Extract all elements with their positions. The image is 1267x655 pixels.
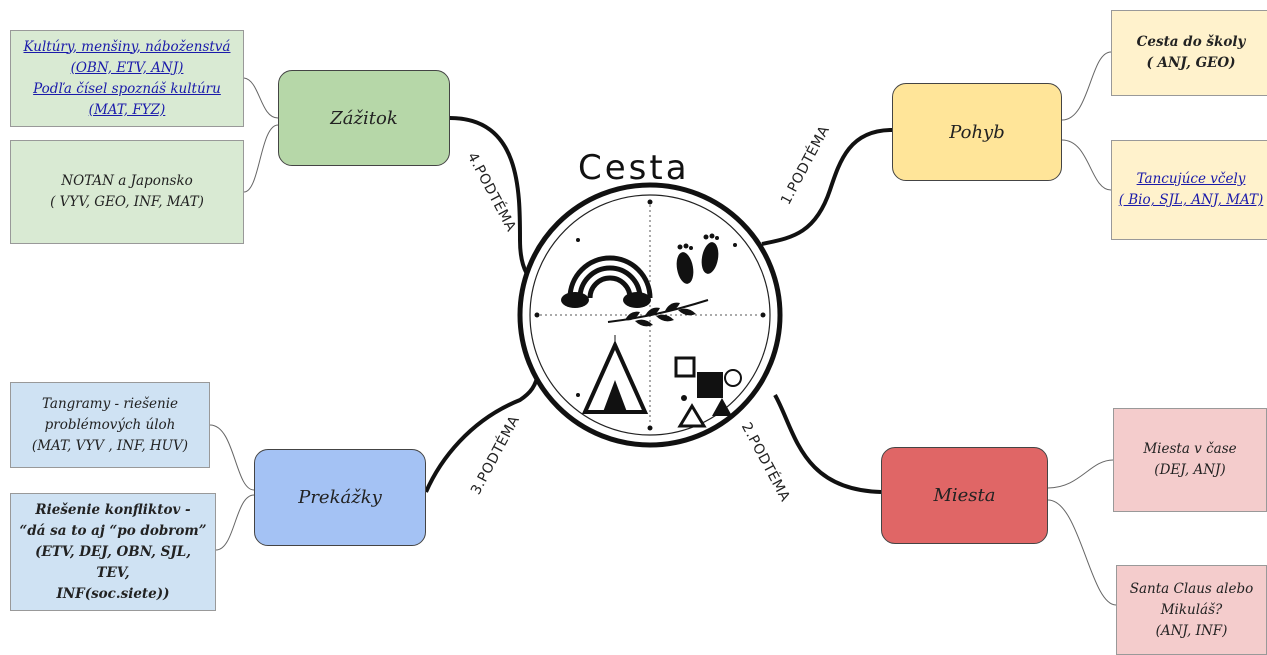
tent-icon	[581, 335, 649, 414]
leaf-miesta-v-case: Miesta v čase (DEJ, ANJ)	[1113, 408, 1267, 512]
node-prekazky[interactable]: Prekážky	[254, 449, 426, 546]
leaf-text: Riešenie konfliktov -	[35, 501, 191, 518]
leaf-pohyb-cesta-do-skoly: Cesta do školy ( ANJ, GEO)	[1111, 10, 1267, 96]
leaf-text: ( VYV, GEO, INF, MAT)	[50, 194, 204, 210]
leaf-text: Santa Claus alebo	[1129, 580, 1254, 597]
leaf-pohyb-tancujuce-vcely[interactable]: Tancujúce včely ( Bio, SJL, ANJ, MAT)	[1111, 140, 1267, 240]
leaf-zazitok-cultures[interactable]: Kultúry, menšiny, náboženstvá (OBN, ETV,…	[10, 30, 244, 127]
shapes-icon	[674, 356, 742, 428]
branch-line-miesta	[773, 394, 882, 494]
leaf-text[interactable]: Kultúry, menšiny, náboženstvá	[23, 38, 231, 55]
leaf-text: INF(soc.siete))	[56, 585, 170, 602]
leaf-line-pohyb-a	[1061, 51, 1112, 121]
leaf-prekazky-tangramy: Tangramy - riešenie problémových úloh (M…	[10, 382, 210, 468]
leaf-text[interactable]: (MAT, FYZ)	[88, 101, 166, 118]
leaf-text: Tangramy - riešenie	[41, 395, 179, 412]
node-pohyb[interactable]: Pohyb	[892, 83, 1062, 181]
leaf-text: Cesta do školy	[1136, 34, 1246, 50]
leaf-line-miesta-a	[1047, 459, 1114, 489]
leaf-line-zazitok-a	[243, 77, 279, 119]
branch-line-pohyb	[761, 128, 893, 246]
map-title: Cesta	[578, 148, 690, 188]
leaf-text: “dá sa to aj “po dobrom”	[19, 522, 207, 539]
leaf-text: NOTAN a Japonsko	[61, 173, 193, 189]
footprints-icon	[676, 233, 719, 284]
rainbow-icon	[561, 255, 653, 308]
leaf-text: (MAT, VYV , INF, HUV)	[31, 437, 189, 454]
leaf-text[interactable]: Podľa čísel spoznáš kultúru	[33, 80, 221, 97]
leaf-text: (ANJ, INF)	[1155, 622, 1228, 639]
leaf-text: (DEJ, ANJ)	[1154, 462, 1226, 478]
leaf-text: ( ANJ, GEO)	[1146, 55, 1236, 71]
leaf-text: problémových úloh	[44, 416, 176, 433]
node-zazitok[interactable]: Zážitok	[278, 70, 450, 166]
leaf-prekazky-konflikty: Riešenie konfliktov - “dá sa to aj “po d…	[10, 493, 216, 611]
leaf-text[interactable]: ( Bio, SJL, ANJ, MAT)	[1118, 192, 1264, 208]
branch-line-prekazky	[424, 377, 539, 493]
leaf-miesta-santa-claus: Santa Claus alebo Mikuláš? (ANJ, INF)	[1116, 565, 1267, 655]
branch-icon	[607, 299, 709, 327]
leaf-line-miesta-b	[1047, 499, 1117, 606]
leaf-line-pohyb-b	[1061, 139, 1112, 191]
leaf-text: Miesta v čase	[1143, 441, 1237, 457]
leaf-line-prekazky-b	[215, 494, 255, 551]
leaf-line-prekazky-a	[209, 424, 255, 491]
leaf-line-zazitok-b	[243, 124, 279, 193]
leaf-text[interactable]: (OBN, ETV, ANJ)	[70, 59, 184, 76]
leaf-text: Mikuláš?	[1160, 601, 1223, 618]
leaf-text: (ETV, DEJ, OBN, SJL, TEV,	[35, 543, 191, 581]
leaf-zazitok-notan: NOTAN a Japonsko ( VYV, GEO, INF, MAT)	[10, 140, 244, 244]
leaf-text[interactable]: Tancujúce včely	[1136, 171, 1246, 187]
node-miesta[interactable]: Miesta	[881, 447, 1048, 544]
